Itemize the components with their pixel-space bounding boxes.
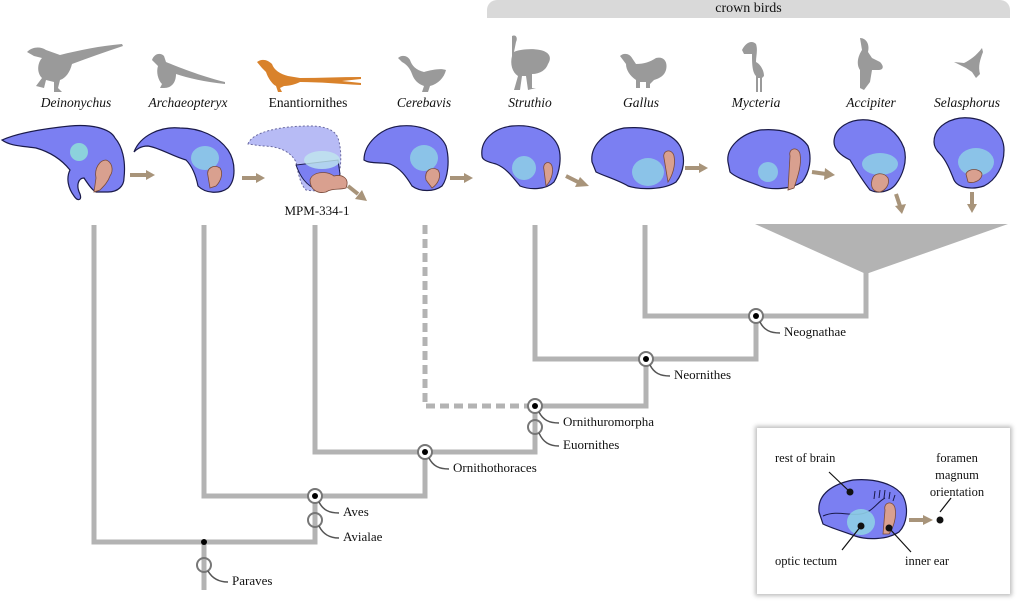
inner-ear-icon (425, 168, 440, 189)
foramen-arrow-icon (967, 192, 977, 213)
foramen-arrow-icon (894, 193, 906, 214)
legend-brain-diagram (818, 471, 952, 553)
neoaves-triangle (755, 224, 1008, 274)
legend-label-rest-of-brain: rest of brain (775, 451, 836, 465)
legend-box: rest of brain foramen magnum orientation… (757, 428, 1010, 594)
selasphorus-silhouette-icon (954, 48, 983, 78)
archaeopteryx-brain (133, 127, 235, 193)
foramen-arrow-icon (565, 174, 589, 187)
struthio-silhouette-icon (511, 35, 550, 90)
inner-ear-icon (663, 150, 675, 184)
foramen-arrow-icon (242, 173, 265, 183)
legend-label-inner-ear: inner ear (905, 554, 950, 568)
enantiornithes-brain (247, 125, 348, 193)
gallus-silhouette-icon (620, 53, 667, 88)
legend-foramen-line2: magnum (935, 468, 979, 482)
optic-tectum-icon (410, 145, 438, 171)
inner-ear-icon (543, 162, 553, 187)
optic-tectum-icon (758, 162, 778, 182)
mycteria-brain (727, 129, 811, 191)
optic-tectum-icon (632, 158, 664, 186)
optic-tectum-icon (512, 156, 536, 180)
legend-optic-tectum-icon (847, 509, 875, 535)
specimen-label: MPM-334-1 (284, 203, 350, 218)
accipiter-silhouette-icon (857, 38, 883, 90)
accipiter-brain (833, 119, 906, 193)
inner-ear-icon (871, 173, 889, 193)
foramen-arrow-icon (450, 173, 473, 183)
foramen-arrow-icon (346, 184, 367, 201)
branch-neornithes-stem (535, 359, 649, 409)
clade-label-paraves: Paraves (232, 573, 273, 588)
mycteria-silhouette-icon (742, 42, 764, 92)
clade-label-euornithes: Euornithes (563, 437, 620, 452)
deinonychus-brain (0, 124, 126, 201)
struthio-brain (481, 125, 561, 190)
enantiornithes-silhouette-icon (257, 59, 361, 92)
inner-ear-icon (309, 172, 348, 193)
taxon-label-accipiter: Accipiter (846, 95, 896, 110)
clade-label-ornithothoraces: Ornithothoraces (453, 460, 537, 475)
foramen-arrow-icon (811, 168, 835, 180)
legend-label-foramen: foramen magnum orientation (917, 450, 997, 501)
taxon-label-archaeopteryx: Archaeopteryx (148, 95, 228, 110)
taxon-label-struthio: Struthio (508, 95, 552, 110)
taxon-label-selasphorus: Selasphorus (933, 95, 1000, 110)
inner-ear-icon (965, 169, 983, 183)
cerebavis-silhouette-icon (398, 55, 446, 92)
optic-tectum-icon (862, 153, 898, 175)
clade-label-neognathae: Neognathae (784, 324, 847, 339)
branch-cerebavis-dashed (422, 225, 535, 409)
optic-tectum-icon (70, 143, 88, 161)
foramen-arrow-icon (685, 163, 708, 173)
taxon-label-gallus: Gallus (622, 95, 659, 110)
taxon-label-mycteria: Mycteria (731, 95, 781, 110)
node-euornithes-icon (527, 419, 543, 435)
legend-foramen-arrow-icon (909, 515, 933, 525)
node-paraves-icon (196, 557, 212, 573)
node-avialae-icon (307, 512, 323, 528)
legend-foramen-line1: foramen (936, 451, 978, 465)
taxon-label-enantiornithes: Enantiornithes (268, 95, 348, 110)
crown-birds-bar: crown birds (487, 0, 1010, 18)
archaeopteryx-silhouette-icon (152, 53, 225, 88)
inner-ear-icon (787, 148, 801, 191)
phylogenetic-tree (91, 225, 869, 590)
taxon-label-deinonychus: Deinonychus (40, 95, 112, 110)
clade-label-ornithuromorpha: Ornithuromorpha (563, 414, 654, 429)
clade-label-avialae: Avialae (343, 529, 383, 544)
clade-label-aves: Aves (343, 504, 369, 519)
inner-ear-icon (93, 159, 113, 193)
cerebavis-brain (363, 125, 449, 192)
legend-label-optic-tectum: optic tectum (775, 554, 838, 568)
selasphorus-brain (933, 117, 1005, 189)
optic-tectum-icon (304, 151, 340, 169)
inner-ear-icon (207, 166, 223, 189)
gallus-brain (591, 127, 685, 190)
legend-foramen-line3: orientation (929, 485, 985, 499)
optic-tectum-icon (958, 148, 994, 176)
node-paraves-dot-icon (201, 539, 207, 545)
deinonychus-silhouette-icon (27, 44, 123, 92)
optic-tectum-icon (191, 146, 219, 170)
foramen-arrow-icon (130, 170, 155, 180)
crown-birds-label: crown birds (715, 1, 782, 16)
clade-label-neornithes: Neornithes (674, 367, 732, 382)
taxon-label-cerebavis: Cerebavis (396, 95, 452, 110)
